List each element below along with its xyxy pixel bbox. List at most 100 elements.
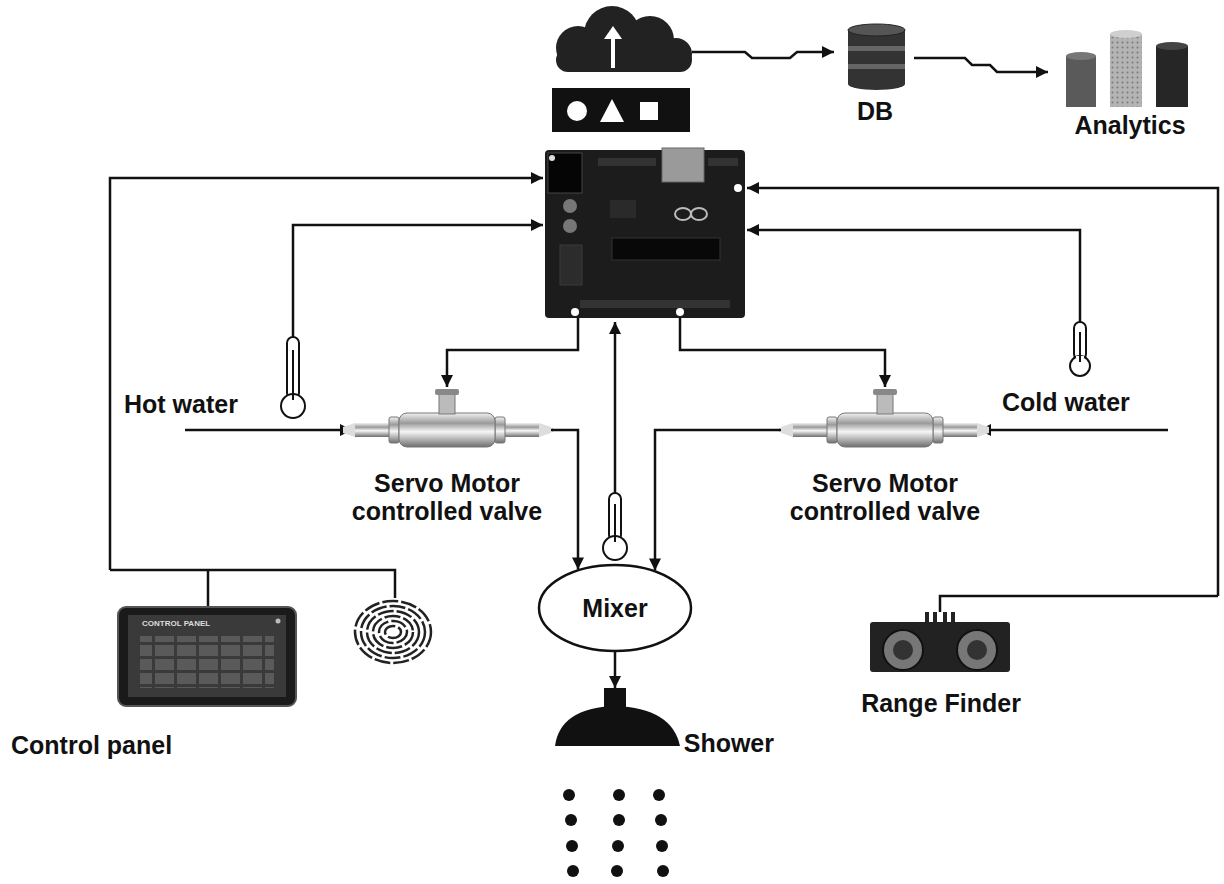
database-icon-part bbox=[848, 46, 905, 51]
signal-wires-part bbox=[747, 230, 1080, 322]
tablet-icon-part bbox=[140, 636, 274, 688]
database-icon bbox=[848, 24, 905, 90]
analytics-bars-part bbox=[1110, 30, 1142, 38]
thermometer-symbol-part bbox=[292, 350, 294, 400]
tablet-icon-part bbox=[128, 615, 286, 697]
water-drops-part bbox=[613, 789, 625, 801]
microcontroller-board-part bbox=[610, 200, 636, 218]
water-drops-part bbox=[612, 840, 624, 852]
database-icon-part bbox=[848, 64, 905, 69]
thermometer-symbol-part bbox=[614, 504, 616, 542]
water-drops-part bbox=[653, 789, 665, 801]
data-block-icon bbox=[552, 88, 690, 132]
analytics-bars-part bbox=[1156, 46, 1188, 107]
microcontroller-board bbox=[545, 148, 745, 318]
data-block-icon-part bbox=[552, 88, 690, 132]
ultrasonic-sensor-part bbox=[967, 640, 987, 660]
node-text: Mixer bbox=[582, 594, 647, 623]
ultrasonic-sensor-part bbox=[893, 640, 913, 660]
water-drops-part bbox=[655, 814, 667, 826]
fingerprint-icon-part bbox=[373, 616, 413, 648]
mixer-node: Mixer bbox=[537, 563, 693, 653]
water-drops-part bbox=[566, 840, 578, 852]
water-drops bbox=[563, 789, 669, 877]
fingerprint-icon-part bbox=[385, 626, 401, 638]
fingerprint-icon-part bbox=[355, 601, 431, 663]
shower-node: Shower bbox=[545, 688, 780, 760]
analytics-bars-part bbox=[1066, 52, 1096, 60]
signal-wires-part bbox=[207, 570, 210, 607]
microcontroller-board-part bbox=[734, 184, 742, 192]
servo-valve bbox=[343, 389, 551, 447]
flow-arrow bbox=[614, 652, 617, 688]
signal-wires-part bbox=[293, 225, 543, 337]
upload-arrow bbox=[692, 52, 834, 58]
microcontroller-board-part bbox=[662, 148, 704, 182]
analytics-node: Analytics bbox=[1048, 24, 1212, 142]
microcontroller-board-part bbox=[708, 158, 738, 166]
node-text: DB bbox=[857, 97, 893, 126]
signal-wires-part bbox=[185, 429, 352, 432]
signal-wires-part bbox=[979, 429, 1168, 432]
fingerprint-icon-part bbox=[379, 621, 407, 643]
node-text: Analytics bbox=[1074, 111, 1185, 140]
microcontroller-board-part bbox=[571, 308, 579, 316]
microcontroller-board-part bbox=[580, 300, 730, 308]
node-text: Shower bbox=[684, 729, 774, 758]
thermometer-symbol-part bbox=[287, 337, 299, 399]
node-text: Range Finder bbox=[861, 689, 1021, 718]
analytics-bars-part bbox=[1066, 56, 1096, 107]
water-drops-part bbox=[611, 865, 623, 877]
water-drops-part bbox=[567, 865, 579, 877]
cloud-icon-part bbox=[604, 26, 622, 39]
shower-head-part bbox=[604, 688, 626, 708]
microcontroller-board-part bbox=[545, 150, 745, 318]
analytics-bars-part bbox=[1110, 34, 1142, 107]
water-drops-part bbox=[657, 865, 669, 877]
microcontroller-board-part bbox=[560, 245, 582, 285]
microcontroller-board-part bbox=[675, 208, 691, 220]
database-icon-part bbox=[848, 24, 905, 36]
tablet-icon-part bbox=[118, 607, 296, 706]
cloud-icon bbox=[556, 6, 692, 72]
node-text: Servo Motor controlled valve bbox=[786, 469, 984, 527]
fingerprint-icon-part bbox=[361, 606, 425, 658]
data-block-icon-part bbox=[640, 102, 658, 120]
thermometer-symbol-part bbox=[1079, 332, 1081, 362]
thermometer-symbol bbox=[603, 493, 627, 560]
fingerprint-icon bbox=[355, 601, 431, 663]
flow-arrow bbox=[552, 430, 578, 569]
database-node: DB bbox=[836, 22, 914, 128]
signal-wires-part bbox=[447, 318, 578, 387]
microcontroller-board-part bbox=[691, 208, 707, 220]
thermometer-symbol bbox=[281, 337, 305, 418]
shower-head bbox=[555, 688, 680, 746]
ultrasonic-sensor-part bbox=[870, 622, 1010, 672]
data-block-icon-part bbox=[567, 101, 587, 121]
database-icon-part bbox=[848, 78, 905, 90]
valve-node: Servo Motor controlled valve bbox=[342, 388, 552, 528]
fingerprint-icon-part bbox=[367, 611, 419, 653]
inlet-label: Hot water bbox=[122, 390, 240, 419]
shower-head-part bbox=[555, 706, 680, 746]
analytics-bars-part bbox=[1156, 42, 1188, 50]
thermometer-symbol-part bbox=[609, 493, 621, 541]
water-drops-part bbox=[563, 789, 575, 801]
database-icon-part bbox=[848, 30, 905, 84]
tablet-icon bbox=[118, 607, 296, 706]
water-drops-part bbox=[656, 840, 668, 852]
signal-wires-part bbox=[110, 570, 395, 598]
tablet-icon-part bbox=[276, 619, 281, 624]
signal-wires-part bbox=[747, 188, 1218, 596]
data-block-icon-part bbox=[600, 99, 624, 122]
analytics-bars bbox=[1066, 30, 1188, 107]
microcontroller-board-part bbox=[676, 308, 684, 316]
node-text: Servo Motor controlled valve bbox=[348, 469, 546, 527]
microcontroller-board-part bbox=[549, 155, 555, 161]
node-text: Control panel bbox=[11, 731, 172, 760]
water-drops-part bbox=[565, 814, 577, 826]
signal-wires-part bbox=[940, 596, 1218, 612]
